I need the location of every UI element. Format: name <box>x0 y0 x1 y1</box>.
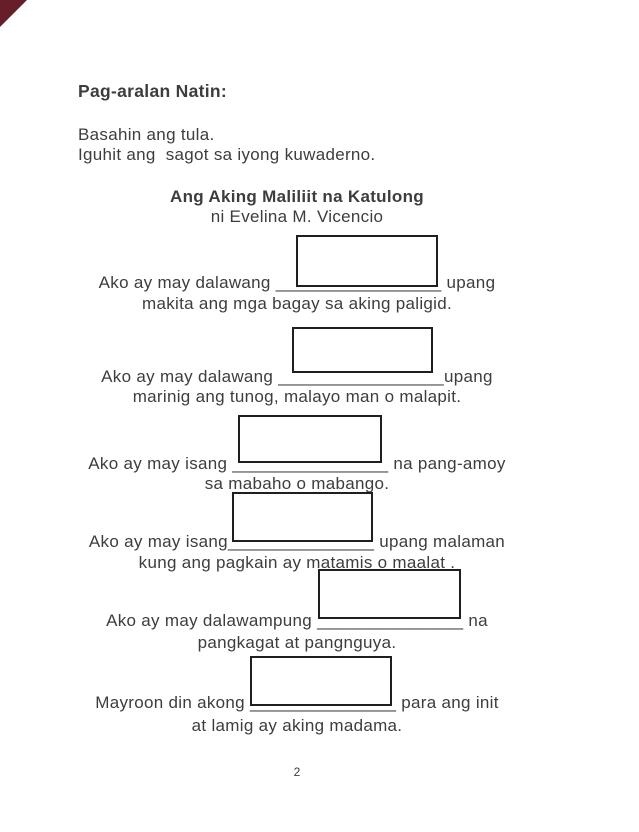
answer-box-6 <box>250 656 392 706</box>
answer-box-1 <box>296 235 438 287</box>
instruction-line-2: Iguhit ang sagot sa iyong kuwaderno. <box>78 145 376 164</box>
stanza-1-line-1: Ako ay may dalawang _________________ up… <box>98 273 496 292</box>
stanza-1-line-2: makita ang mga bagay sa aking paligid. <box>141 294 453 313</box>
poem-byline: ni Evelina M. Vicencio <box>210 207 384 226</box>
stanza-4-line-2: kung ang pagkain ay matamis o maalat . <box>138 553 456 572</box>
page-corner-accent <box>0 0 27 27</box>
stanza-2-line-2: marinig ang tunog, malayo man o malapit. <box>132 387 462 406</box>
answer-box-5 <box>318 569 461 619</box>
stanza-5-line-2: pangkagat at pangnguya. <box>197 633 397 652</box>
stanza-4-line-1: Ako ay may isang_______________ upang ma… <box>88 532 506 551</box>
stanza-6-line-2: at lamig ay aking madama. <box>191 716 403 735</box>
section-heading: Pag-aralan Natin: <box>78 81 228 101</box>
answer-box-3 <box>238 415 382 463</box>
poem-title: Ang Aking Maliliit na Katulong <box>170 187 424 206</box>
stanza-5-line-1: Ako ay may dalawampung _______________ n… <box>106 611 488 630</box>
answer-box-2 <box>292 327 433 373</box>
stanza-3-line-2: sa mabaho o mabango. <box>204 474 390 493</box>
answer-box-4 <box>232 492 373 542</box>
instruction-line-1: Basahin ang tula. <box>78 125 215 144</box>
page-number: 2 <box>293 765 301 779</box>
stanza-2-line-1: Ako ay may dalawang _________________upa… <box>101 367 493 386</box>
stanza-6-line-1: Mayroon din akong _______________ para a… <box>95 693 499 712</box>
stanza-3-line-1: Ako ay may isang ________________ na pan… <box>88 454 506 473</box>
